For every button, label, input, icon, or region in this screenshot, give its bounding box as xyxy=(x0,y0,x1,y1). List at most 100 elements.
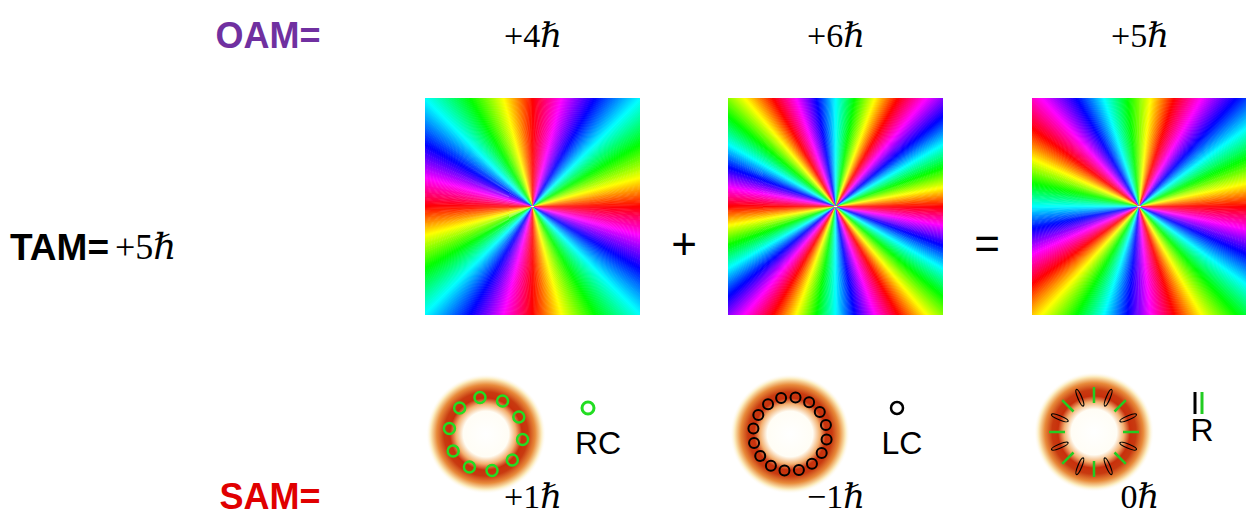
phase-wedge xyxy=(425,189,533,207)
phase-wedge xyxy=(515,207,533,316)
phase-wedge xyxy=(836,98,843,206)
phase-wedge xyxy=(836,207,944,222)
phase-map xyxy=(728,98,943,315)
phase-wedge xyxy=(836,98,848,206)
phase-wedge xyxy=(824,207,836,316)
phase-wedge xyxy=(533,207,641,219)
phase-wedge xyxy=(518,207,533,316)
phase-wedge xyxy=(425,201,533,207)
phase-wedge xyxy=(836,207,944,214)
phase-wedge xyxy=(533,98,545,206)
phase-wedge xyxy=(1132,207,1139,316)
phase-wedge xyxy=(819,207,835,316)
phase-wedge xyxy=(831,207,835,316)
phase-wedge xyxy=(425,187,533,206)
phase-wedge xyxy=(533,98,536,207)
phase-wedge xyxy=(836,207,944,228)
phase-wedge xyxy=(1135,207,1139,316)
phase-wedge xyxy=(828,207,835,316)
phase-wedge xyxy=(533,207,641,223)
phase-wedge xyxy=(815,207,836,316)
phase-wedge xyxy=(822,207,835,316)
phase-wedge xyxy=(525,207,532,316)
phase-wedge xyxy=(1032,192,1139,207)
phase-wedge xyxy=(836,207,944,217)
phase-wedge xyxy=(1032,198,1139,207)
phase-wedge xyxy=(1032,196,1139,206)
phase-wedge xyxy=(425,199,533,206)
phase-wedge xyxy=(1129,207,1139,316)
phase-wedge xyxy=(1126,207,1139,316)
phase-wedge xyxy=(1139,98,1152,207)
phase-wedge xyxy=(818,207,836,316)
phase-wedge xyxy=(836,98,854,207)
phase-wedge xyxy=(1139,98,1149,207)
phase-wedge xyxy=(527,207,533,316)
phase-wedge xyxy=(836,98,845,207)
phase-map xyxy=(1032,98,1246,315)
phase-wedge xyxy=(836,207,944,210)
phase-wedge xyxy=(728,198,836,207)
phase-wedge xyxy=(530,207,533,316)
phase-wedge xyxy=(528,207,532,316)
phase-wedge xyxy=(1139,98,1154,206)
phase-map xyxy=(425,98,640,315)
phase-wedge xyxy=(836,98,840,206)
phase-wedge xyxy=(1130,207,1139,316)
phase-wedge xyxy=(425,192,533,207)
phase-wedge xyxy=(836,206,944,208)
phase-wedge xyxy=(533,207,641,226)
phase-wedge xyxy=(1032,193,1139,206)
phase-wedge xyxy=(533,207,641,222)
phase-wedge xyxy=(533,98,548,206)
phase-wedge xyxy=(425,186,533,207)
phase-wedge xyxy=(1139,98,1146,206)
phase-wedge xyxy=(533,207,641,210)
phase-wedge xyxy=(513,207,532,316)
phase-wedge xyxy=(533,98,540,206)
phase-wedge xyxy=(533,98,543,207)
phase-wedge xyxy=(425,204,533,207)
phase-wedge xyxy=(836,98,849,207)
phase-wedge xyxy=(533,98,554,206)
phase-wedge xyxy=(1139,98,1160,206)
phase-wedge xyxy=(821,207,836,316)
phase-wedge xyxy=(1032,186,1139,207)
phase-wedge xyxy=(533,98,552,207)
phase-wedge xyxy=(728,192,836,207)
phase-wedge xyxy=(425,196,533,206)
phase-wedge xyxy=(533,207,641,216)
phase-wedge xyxy=(1136,207,1139,316)
phase-wedge xyxy=(1127,207,1139,316)
phase-wedge xyxy=(836,207,944,226)
phase-wedge xyxy=(524,207,533,316)
phase-wedge xyxy=(519,207,532,316)
phase-wedge xyxy=(425,190,533,206)
phase-wedge xyxy=(425,202,533,206)
phase-wedge xyxy=(728,187,836,206)
phase-wedge xyxy=(836,98,842,206)
phase-wedge xyxy=(533,207,641,217)
phase-wedge xyxy=(836,98,851,206)
phase-wedge xyxy=(728,189,836,207)
phase-wedge xyxy=(836,207,944,216)
phase-wedge xyxy=(425,198,533,207)
phase-wedge xyxy=(830,207,836,316)
phase-wedge xyxy=(1032,199,1139,206)
phase-wedge xyxy=(533,98,537,206)
phase-wedge xyxy=(512,207,533,316)
phase-wedge xyxy=(1124,207,1139,316)
phase-wedge xyxy=(533,207,641,211)
phase-wedge xyxy=(1032,202,1139,206)
phase-wedge xyxy=(533,207,641,220)
phase-wedge xyxy=(533,98,551,207)
phase-wedge xyxy=(533,98,542,207)
phase-wedge xyxy=(533,207,641,213)
phase-wedge xyxy=(728,201,836,207)
phase-wedge xyxy=(521,207,533,316)
phase-wedge xyxy=(1133,207,1139,316)
phase-wedge xyxy=(516,207,532,316)
phase-wedge xyxy=(533,207,641,214)
phase-wedge xyxy=(1032,190,1139,206)
